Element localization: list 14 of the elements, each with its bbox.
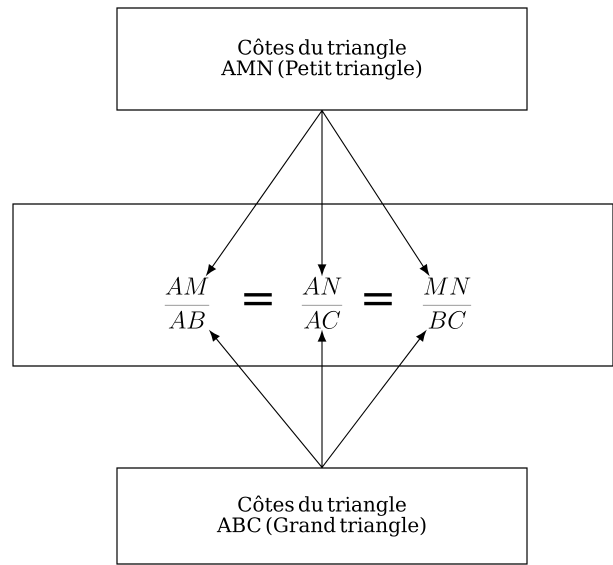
fraction: $\frac{MN}{BC}$	[422, 278, 472, 329]
text-box: Côtes du triangle AMN (Petit triangle)	[116, 7, 528, 111]
text-box: Côtes du triangle ABC (Grand triangle)	[116, 467, 528, 565]
arrow	[318, 331, 326, 468]
formula-box	[12, 203, 613, 367]
arrow	[318, 110, 326, 275]
fraction: $\frac{AM}{AB}$	[164, 276, 210, 328]
equals-sign: =	[244, 293, 272, 306]
fraction: $\frac{AN}{AC}$	[302, 276, 342, 329]
arrow	[206, 110, 322, 276]
equals-sign: =	[364, 293, 392, 306]
arrow	[322, 110, 430, 275]
arrow	[210, 330, 322, 468]
arrow	[322, 330, 426, 468]
